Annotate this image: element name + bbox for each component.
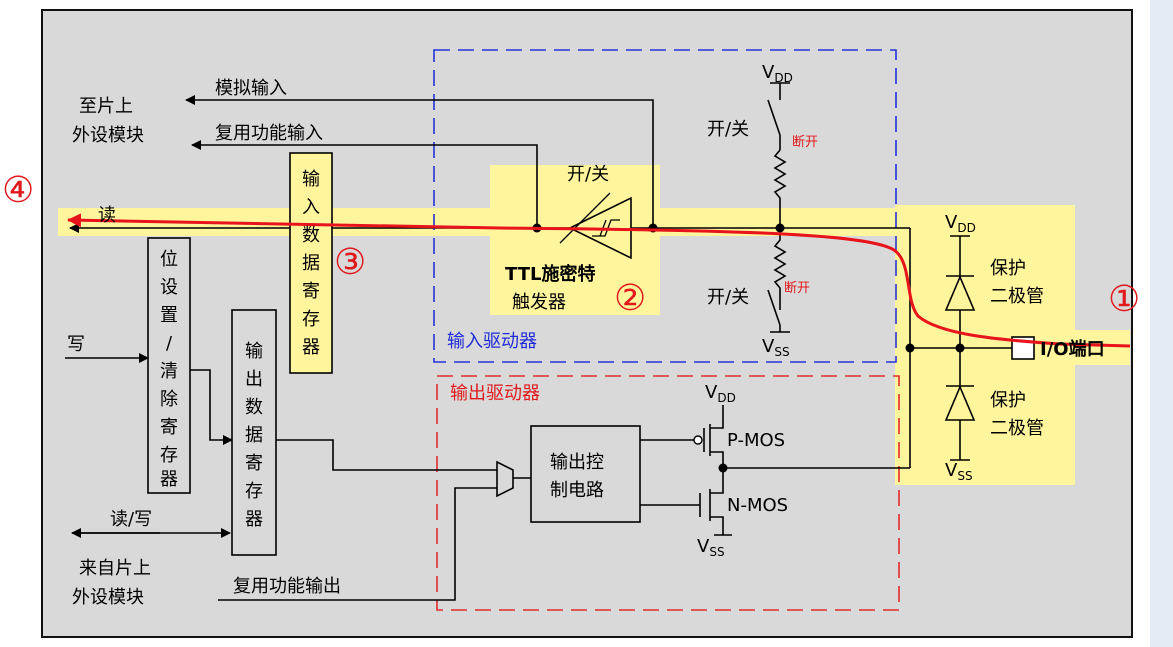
vss-pulldown-label: VSS [762,336,790,359]
from-peripheral-label-1: 来自片上 [79,558,151,579]
vss-diode-label: VSS [945,460,973,483]
bit-set-clear-register-label: 位 设 置 / 清 除 寄 存 器 [160,249,178,490]
nmos-label: N-MOS [727,495,788,516]
pullup-on-off-label: 开/关 [707,119,749,140]
svg-text:入: 入 [302,197,320,218]
read-label: 读 [98,205,116,226]
svg-text:存: 存 [302,309,320,330]
analog-input-label: 模拟输入 [215,78,287,99]
svg-text:寄: 寄 [245,453,263,474]
lower-diode-label-2: 二极管 [990,418,1044,439]
output-control-label-1: 输出控 [550,452,604,473]
write-label: 写 [67,334,85,355]
svg-text:据: 据 [302,253,320,274]
output-control-label-2: 制电路 [550,480,604,501]
schmitt-on-off-label: 开/关 [567,164,609,185]
alt-func-output-label: 复用功能输出 [233,576,341,597]
step-3-marker: ③ [334,242,366,283]
protection-diodes-symbols [944,274,976,421]
svg-text:置: 置 [160,305,178,326]
output-control-box [530,425,641,523]
pulldown-on-off-label: 开/关 [707,287,749,308]
svg-text:数: 数 [245,397,263,418]
pulldown-disconnect-label: 断开 [784,281,810,296]
lower-diode-label-1: 保护 [990,390,1026,411]
input-driver-label: 输入驱动器 [447,331,537,352]
svg-text:器: 器 [245,509,263,530]
vdd-pullup-label: VDD [762,62,793,85]
step-1-marker: ① [1108,279,1140,320]
input-data-register-label: 输 入 数 据 寄 存 器 [302,169,320,358]
output-data-register-box [231,309,277,556]
svg-text:出: 出 [245,369,263,390]
svg-text:存: 存 [245,481,263,502]
vdd-diode-label: VDD [945,212,976,235]
svg-text:位: 位 [160,249,178,270]
svg-text:寄: 寄 [302,281,320,302]
from-peripheral-label-2: 外设模块 [72,587,144,608]
vss-nmos-label: VSS [697,536,725,559]
pullup-disconnect-label: 断开 [792,135,818,150]
to-peripheral-label-1: 至片上 [79,96,133,117]
svg-text:清: 清 [160,361,178,382]
svg-text:器: 器 [302,337,320,358]
io-port-label: I/O端口 [1040,339,1105,360]
upper-diode-label-2: 二极管 [990,286,1044,307]
to-peripheral-label-2: 外设模块 [72,125,144,146]
svg-text:据: 据 [245,425,263,446]
pmos-label: P-MOS [727,430,785,451]
upper-diode-label-1: 保护 [990,258,1026,279]
svg-text:器: 器 [160,469,178,490]
svg-text:数: 数 [302,225,320,246]
ttl-schmitt-label-1: TTL施密特 [505,263,595,285]
pmos-gate-bubble [693,435,703,445]
input-data-register-box [289,152,333,374]
step-4-marker: ④ [2,170,34,211]
svg-text:存: 存 [160,445,178,466]
output-data-register-label: 输 出 数 据 寄 存 器 [245,341,263,530]
svg-text:输: 输 [302,169,320,190]
svg-text:输: 输 [245,341,263,362]
input-driver-box [433,49,897,363]
output-driver-box [436,375,900,611]
read-signal-path [67,213,1131,348]
output-driver-label: 输出驱动器 [450,383,540,404]
output-mux [496,460,514,498]
side-bar [1150,0,1173,647]
vdd-pmos-label: VDD [705,382,736,405]
svg-text:寄: 寄 [160,417,178,438]
svg-text:除: 除 [160,389,178,410]
step-2-marker: ② [614,278,646,319]
svg-text:/: / [166,333,173,354]
bit-set-clear-register-box [147,237,191,494]
read-write-label: 读/写 [110,509,152,530]
ttl-schmitt-label-2: 触发器 [512,292,566,313]
alt-func-input-label: 复用功能输入 [215,123,323,144]
svg-text:设: 设 [160,277,178,298]
